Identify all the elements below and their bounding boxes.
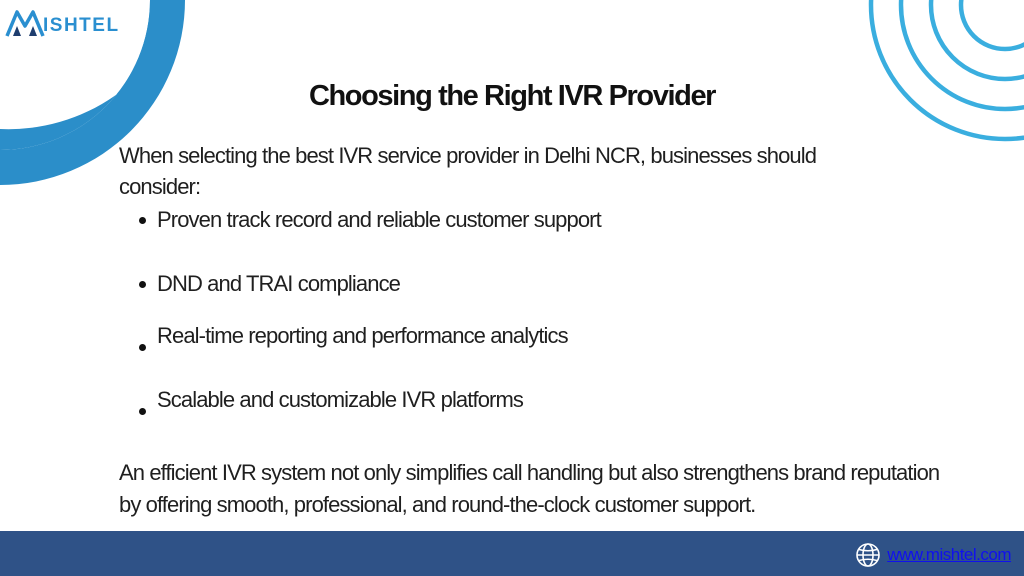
- decorative-rings-right: [868, 0, 1024, 142]
- slide-title: Choosing the Right IVR Provider: [308, 80, 717, 112]
- mishtel-logo-icon: [5, 10, 45, 37]
- footer-bar: www.mishtel.com: [0, 531, 1024, 576]
- bullet-dot: [139, 217, 146, 224]
- intro-paragraph: When selecting the best IVR service prov…: [119, 143, 817, 199]
- decorative-arc-left: [0, 0, 185, 185]
- globe-icon: [856, 543, 880, 567]
- website-link-text: www.mishtel.com: [887, 545, 1011, 564]
- brand-logo[interactable]: ISHTEL: [5, 6, 120, 40]
- bullet-dot: [139, 281, 146, 288]
- bullet-dot: [139, 344, 146, 351]
- bullet-text: Real-time reporting and performance anal…: [157, 323, 569, 348]
- website-link[interactable]: www.mishtel.com: [855, 542, 1011, 568]
- bullet-text: Proven track record and reliable custome…: [157, 207, 602, 232]
- bullet-text: Scalable and customizable IVR platforms: [157, 387, 524, 412]
- logo-text: ISHTEL: [43, 15, 120, 36]
- bullet-text: DND and TRAI compliance: [157, 271, 401, 296]
- bullet-dot: [139, 408, 146, 415]
- conclusion-paragraph: An efficient IVR system not only simplif…: [119, 460, 940, 517]
